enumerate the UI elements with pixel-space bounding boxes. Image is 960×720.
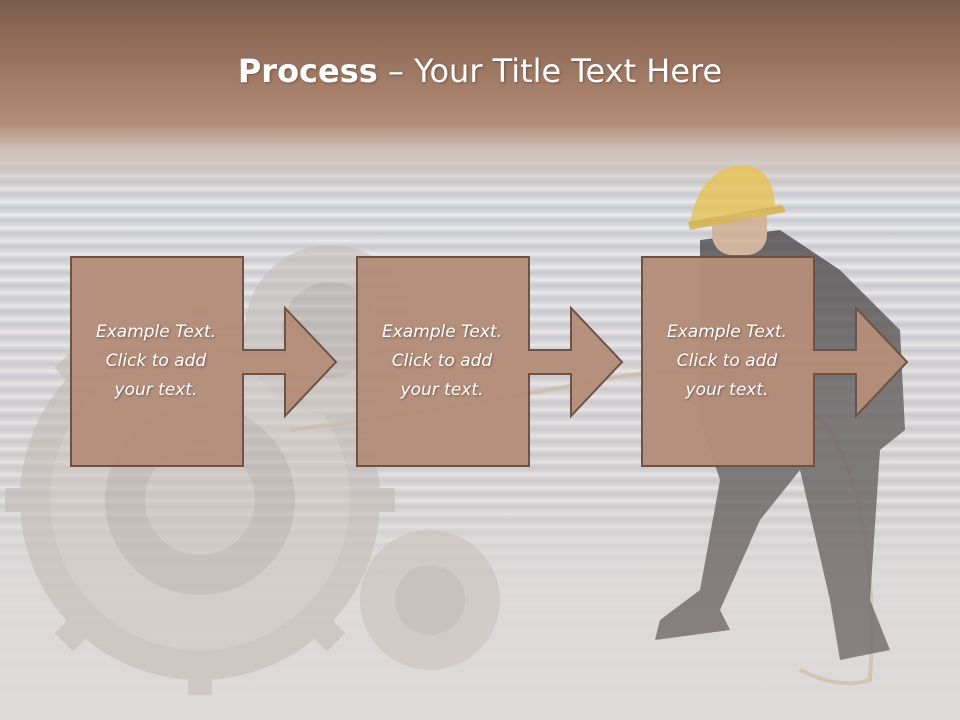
step-text[interactable]: Example Text. Click to add your text. [381, 321, 503, 400]
step-text[interactable]: Example Text. Click to add your text. [95, 321, 217, 400]
arrow-box-shape [70, 256, 338, 467]
step-text[interactable]: Example Text. Click to add your text. [666, 321, 788, 400]
process-step-1[interactable]: Example Text. Click to add your text. [70, 256, 350, 468]
arrow-box-shape [356, 256, 624, 467]
title-bold: Process [237, 52, 378, 90]
title-rest: – Your Title Text Here [377, 52, 723, 90]
slide-title[interactable]: Process – Your Title Text Here [0, 52, 960, 90]
process-step-2[interactable]: Example Text. Click to add your text. [356, 256, 636, 468]
process-step-3[interactable]: Example Text. Click to add your text. [641, 256, 921, 468]
arrow-box-shape [641, 256, 909, 467]
